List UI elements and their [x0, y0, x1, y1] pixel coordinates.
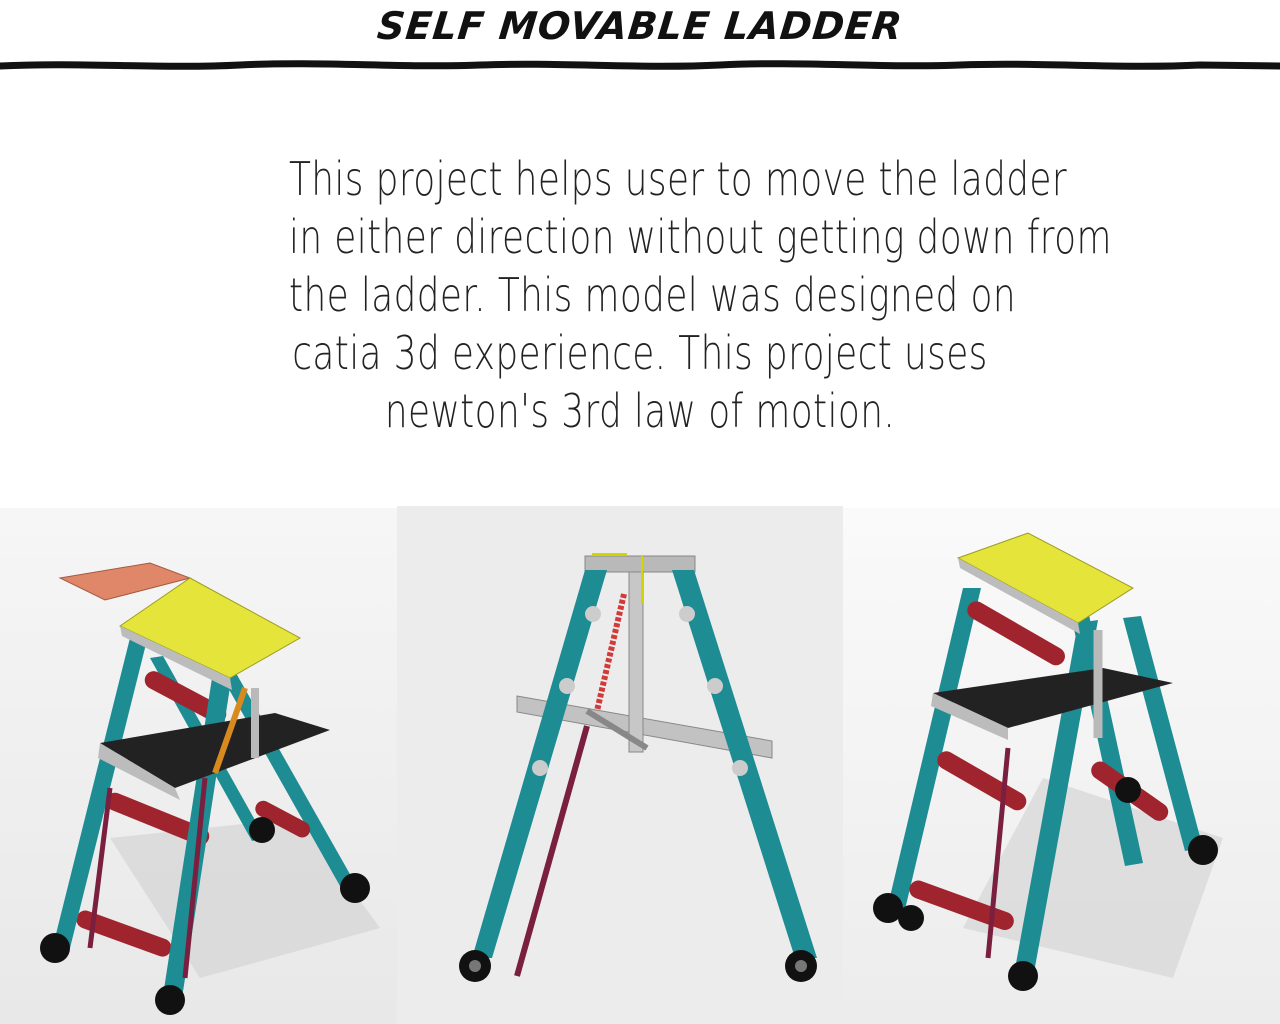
title-underline: [0, 60, 1280, 70]
ladder-render-left-angle: [0, 508, 397, 1024]
description-line: in either direction without getting down…: [289, 210, 1112, 264]
ladder-illustration: [459, 553, 817, 982]
description-line: catia 3d experience. This project uses: [292, 326, 988, 380]
project-description: This project helps user to move the ladd…: [190, 150, 1112, 440]
ladder-render-front: [397, 506, 843, 1024]
page-title: SELF MOVABLE LADDER: [375, 4, 905, 48]
description-line: This project helps user to move the ladd…: [289, 152, 1068, 206]
ladder-illustration: [873, 532, 1223, 991]
ladder-illustration: [40, 562, 380, 1015]
header: SELF MOVABLE LADDER: [0, 0, 1280, 80]
description-line: the ladder. This model was designed on: [289, 268, 1016, 322]
ladder-render-right-angle: [843, 508, 1280, 1024]
description-line: newton's 3rd law of motion.: [384, 384, 896, 438]
